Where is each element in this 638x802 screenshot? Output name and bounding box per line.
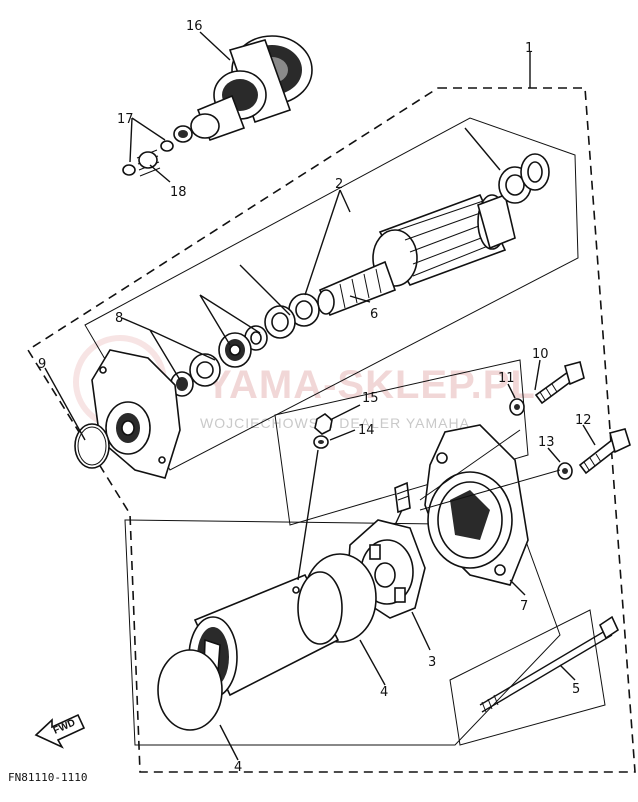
front-cover [91, 349, 181, 479]
watermark: YAMA-SKLEP.PL WOJCIECHOWSKI DEALER YAMAH… [73, 335, 536, 431]
o-ring [74, 423, 110, 469]
callout-8: 8 [115, 311, 123, 326]
through-bolt [479, 615, 620, 713]
armature-end-washers [498, 153, 550, 204]
callout-14: 14 [358, 423, 375, 438]
bolt-box [449, 609, 606, 746]
rear-bracket [424, 424, 529, 586]
callout-18: 18 [170, 185, 187, 200]
callout-9: 9 [38, 357, 46, 372]
bolts-and-fasteners [313, 361, 631, 480]
forward-direction-indicator: FWD [34, 713, 86, 749]
callouts: 1 2 3 4 4 5 6 7 8 9 10 11 12 13 14 15 16… [38, 19, 592, 775]
assembly-outline [26, 87, 636, 773]
bracket-group-box [274, 359, 529, 526]
leader-lines [44, 31, 596, 761]
callout-10: 10 [532, 347, 549, 362]
callout-3: 3 [428, 655, 436, 670]
washer-and-spring [122, 140, 174, 177]
callout-4-upper: 4 [380, 685, 388, 700]
callout-6: 6 [370, 307, 378, 322]
forward-arrow-icon [34, 713, 86, 749]
callout-12: 12 [575, 413, 592, 428]
shim-washers [170, 293, 320, 397]
callout-11: 11 [498, 371, 515, 386]
callout-13: 13 [538, 435, 555, 450]
callout-4-lower: 4 [234, 760, 242, 775]
diagram-code: FN81110-1110 [8, 771, 87, 784]
callout-7: 7 [520, 599, 528, 614]
starter-clutch-gear [173, 35, 313, 143]
watermark-brand: YAMA-SKLEP.PL [205, 363, 536, 407]
armature [317, 193, 516, 317]
callout-17: 17 [117, 112, 134, 127]
callout-15: 15 [362, 391, 379, 406]
callout-5: 5 [572, 682, 580, 697]
callout-16: 16 [186, 19, 203, 34]
callout-2: 2 [335, 177, 343, 192]
callout-1: 1 [525, 41, 533, 56]
gasket-lower [157, 649, 223, 731]
